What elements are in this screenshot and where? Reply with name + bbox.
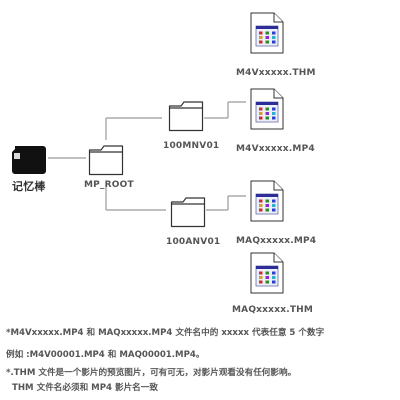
file-label: MAQxxxxx.MP4 [236, 236, 317, 246]
folder-1-label: 100MNV01 [163, 141, 220, 151]
file-label: M4Vxxxxx.THM [236, 68, 316, 78]
image-file-icon [250, 180, 284, 226]
folder-icon [168, 100, 204, 132]
file-label: M4Vxxxxx.MP4 [236, 144, 315, 154]
folder-2-label: 100ANV01 [166, 237, 221, 247]
note-line: *.THM 文件是一个影片的预览图片，可有可无，对影片观看没有任何影响。 [6, 368, 297, 378]
note-line: THM 文件名必须和 MP4 影片名一致 [12, 383, 158, 393]
note-line: 例如 :M4V00001.MP4 和 MAQ00001.MP4。 [6, 350, 205, 360]
folder-icon [88, 144, 124, 176]
folder-icon [170, 196, 206, 228]
image-file-icon [250, 12, 284, 58]
memory-stick-icon [12, 146, 46, 174]
image-file-icon [250, 88, 284, 134]
file-label: MAQxxxxx.THM [232, 305, 314, 315]
image-file-icon [250, 252, 284, 298]
root-folder-label: MP_ROOT [84, 180, 134, 190]
note-line: *M4Vxxxxx.MP4 和 MAQxxxxx.MP4 文件名中的 xxxxx… [6, 328, 325, 338]
memory-stick-label: 记忆棒 [12, 180, 46, 193]
footnotes: *M4Vxxxxx.MP4 和 MAQxxxxx.MP4 文件名中的 xxxxx… [6, 322, 398, 396]
